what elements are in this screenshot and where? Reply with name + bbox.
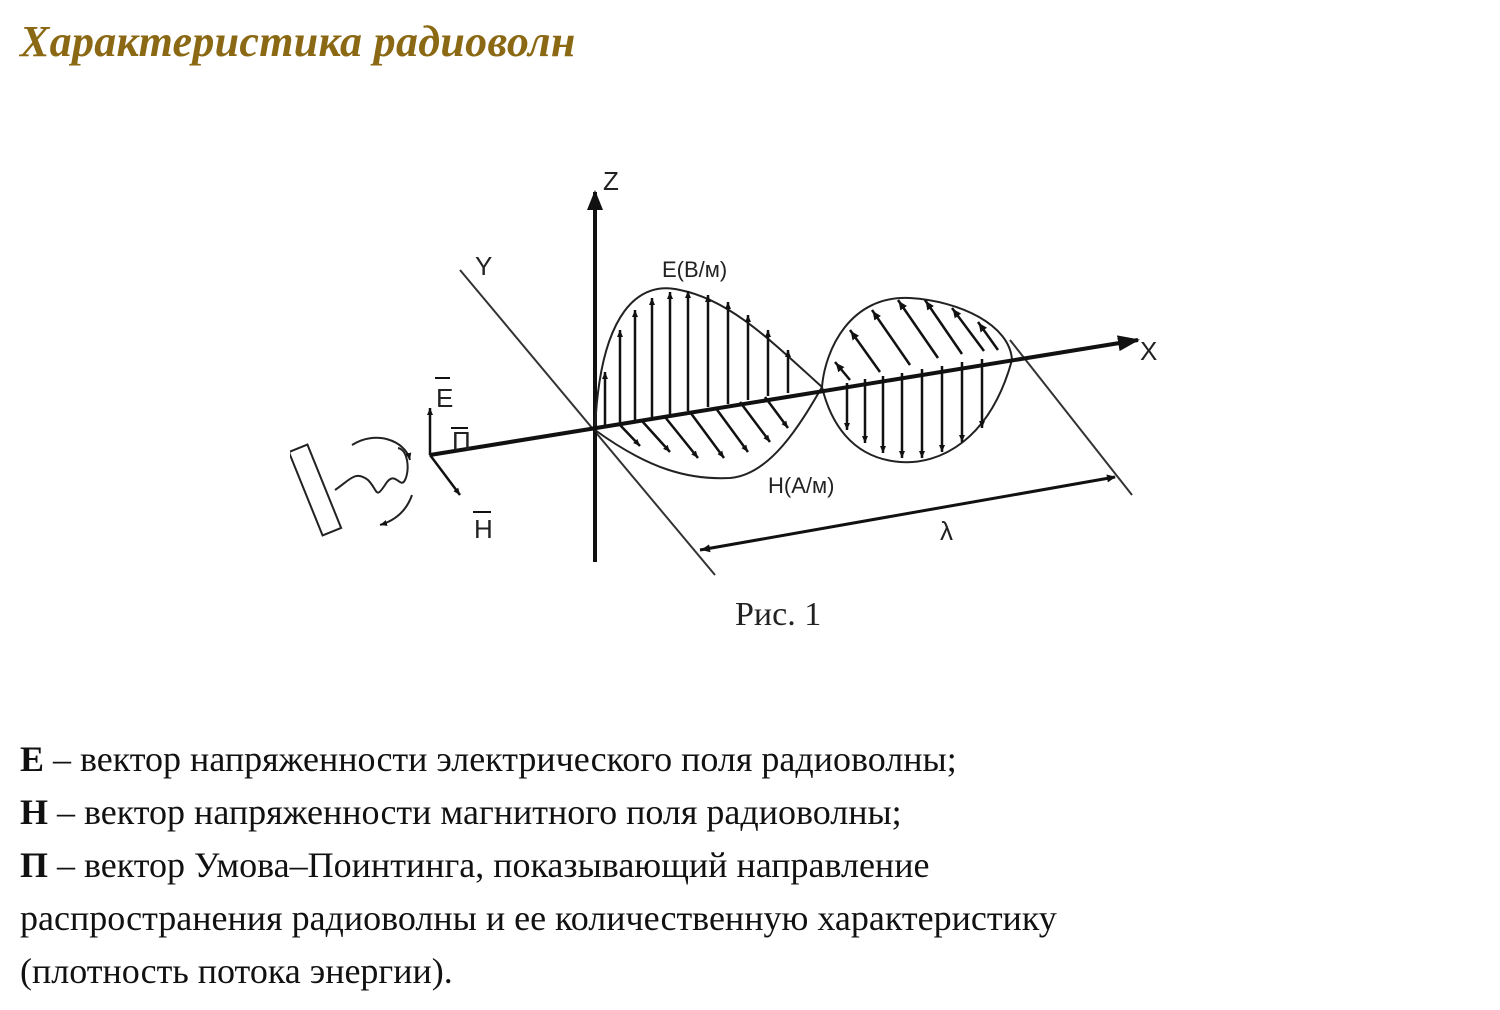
p-vector-label: П [452, 426, 471, 456]
figure-caption: Рис. 1 [735, 596, 821, 633]
e-wave-label: E(В/м) [662, 257, 727, 282]
legend-e-symbol: E [20, 739, 45, 779]
legend-p-continuation-1: распространения радиоволны и ее количест… [20, 898, 1057, 938]
legend-p-text: – вектор Умова–Поинтинга, показывающий н… [48, 845, 930, 885]
z-axis-label: Z [603, 166, 619, 196]
wave-svg: Z Y X E(В/м) H(А/м) E П H λ Рис. 1 [290, 166, 1157, 633]
e-field-arrows [602, 291, 985, 458]
e-wave-envelope [594, 287, 1014, 464]
y-axis-label: Y [475, 251, 492, 281]
antenna [290, 436, 413, 537]
slide-title: Характеристика радиоволн [20, 17, 576, 66]
lambda-label: λ [940, 516, 953, 546]
legend-h: H – вектор напряженности магнитного поля… [20, 786, 1460, 839]
legend-p: П – вектор Умова–Поинтинга, показывающий… [20, 839, 1460, 892]
radio-wave-diagram: Z Y X E(В/м) H(А/м) E П H λ Рис. 1 [290, 150, 1190, 650]
x-axis-label: X [1140, 336, 1157, 366]
y-axis [459, 269, 716, 576]
legend-h-text: – вектор напряженности магнитного поля р… [48, 792, 902, 832]
legend-h-symbol: H [20, 792, 49, 832]
vector-legend: E – вектор напряженности электрического … [20, 733, 1460, 998]
wavelength-reference-line [1009, 339, 1133, 496]
legend-e-text: – вектор напряженности электрического по… [44, 739, 957, 779]
e-vector-label: E [436, 383, 453, 413]
h-vector-arrow [429, 454, 461, 496]
wavelength-arrow [699, 474, 1116, 553]
h-vector-label: H [474, 514, 493, 544]
h-wave-label: H(А/м) [768, 473, 834, 498]
h-field-arrows [619, 299, 1000, 459]
legend-p-continuation-2: (плотность потока энергии). [20, 951, 453, 991]
legend-e: E – вектор напряженности электрического … [20, 733, 1460, 786]
legend-p-symbol: П [20, 845, 49, 885]
x-axis [429, 335, 1140, 457]
